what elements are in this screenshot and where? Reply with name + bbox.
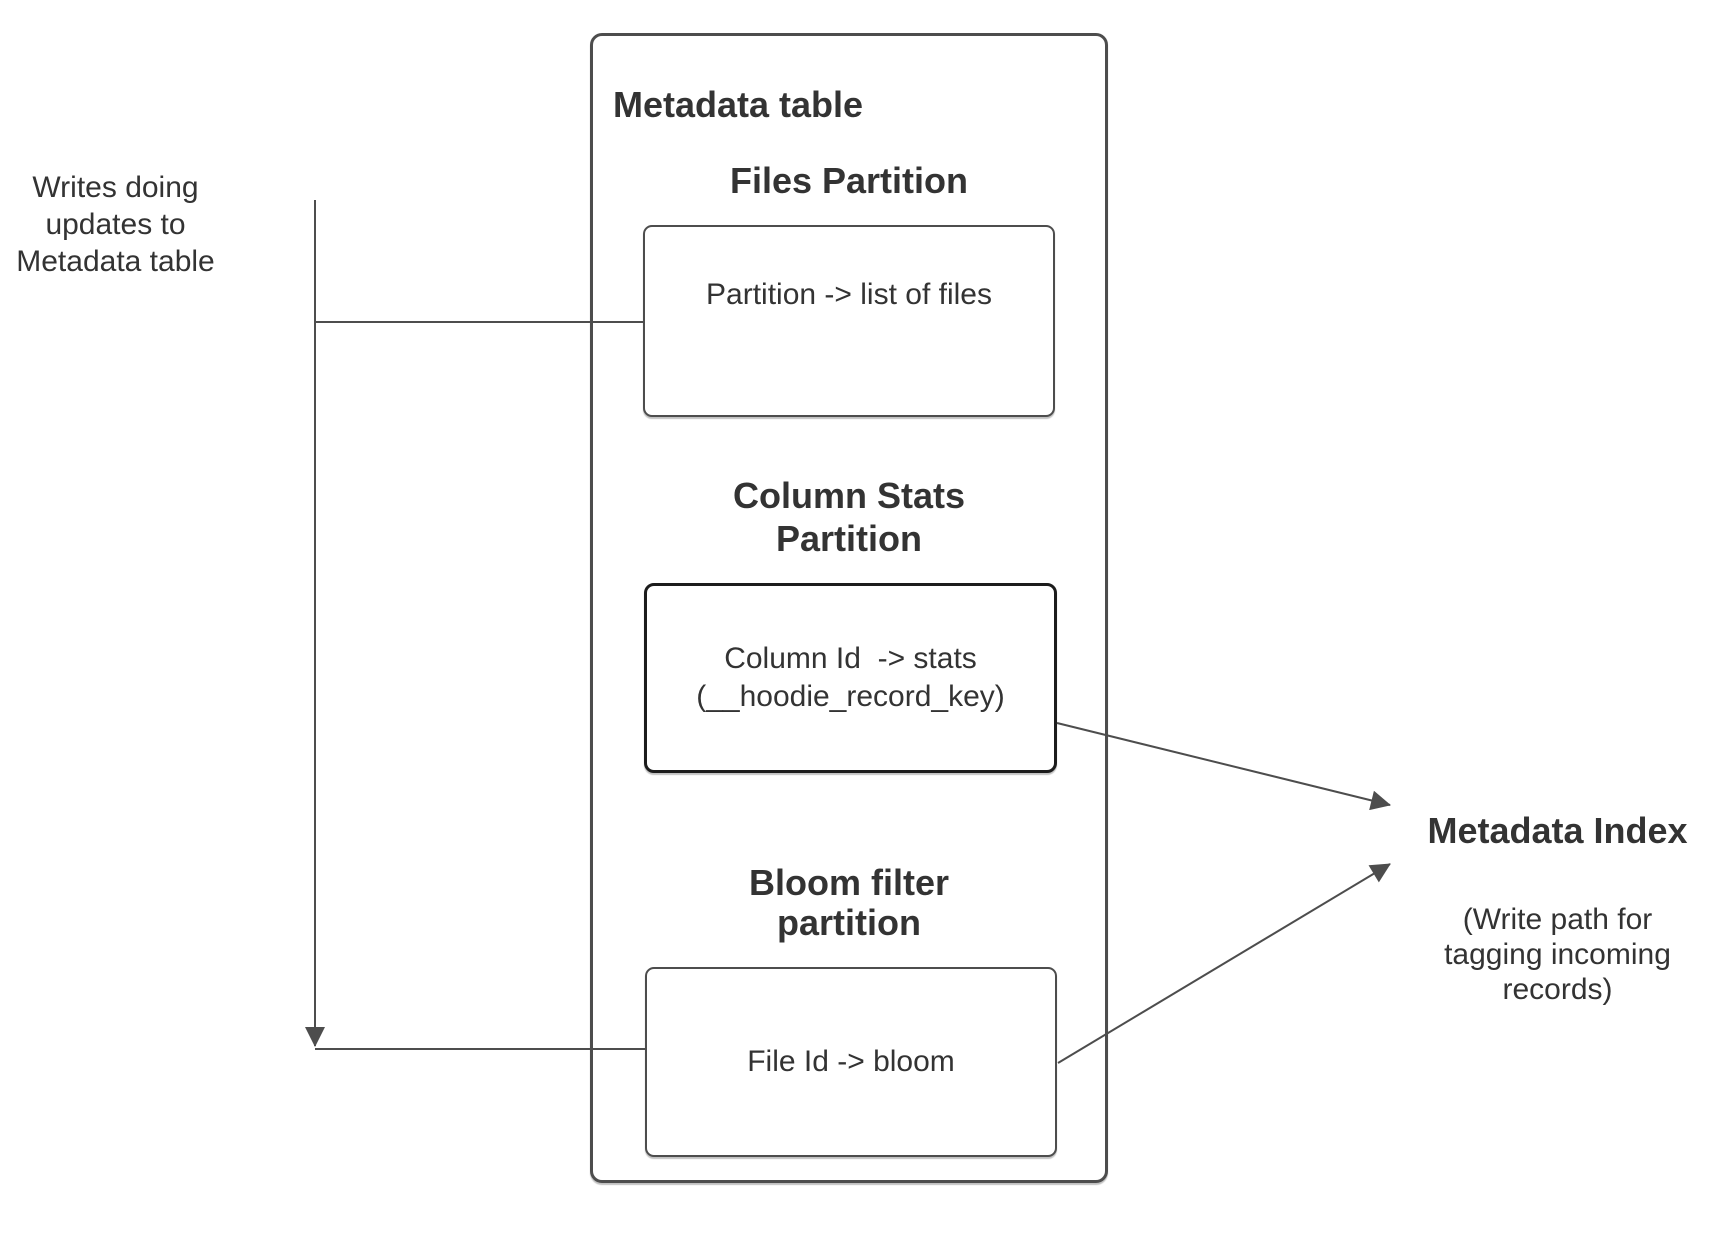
column-stats-partition-box: Column Id -> stats (__hoodie_record_key): [644, 583, 1057, 773]
bloom-filter-partition-heading: Bloom filter partition: [748, 862, 949, 943]
column-stats-partition-box-text: Column Id -> stats (__hoodie_record_key): [696, 642, 1005, 713]
writes-updates-note: Writes doing updates to Metadata table: [16, 171, 215, 278]
bloom-filter-partition-box: File Id -> bloom: [645, 967, 1057, 1157]
metadata-index-subtitle: (Write path for tagging incoming records…: [1444, 903, 1671, 1006]
column-stats-partition-heading: Column Stats Partition: [732, 475, 965, 559]
metadata-index-title: Metadata Index: [1427, 810, 1688, 851]
files-partition-box-text: Partition -> list of files: [706, 278, 992, 311]
metadata-table-title: Metadata table: [613, 84, 864, 125]
files-partition-box: Partition -> list of files: [643, 225, 1055, 417]
files-partition-heading: Files Partition: [729, 160, 969, 201]
bloom-filter-partition-box-text: File Id -> bloom: [747, 1045, 955, 1078]
